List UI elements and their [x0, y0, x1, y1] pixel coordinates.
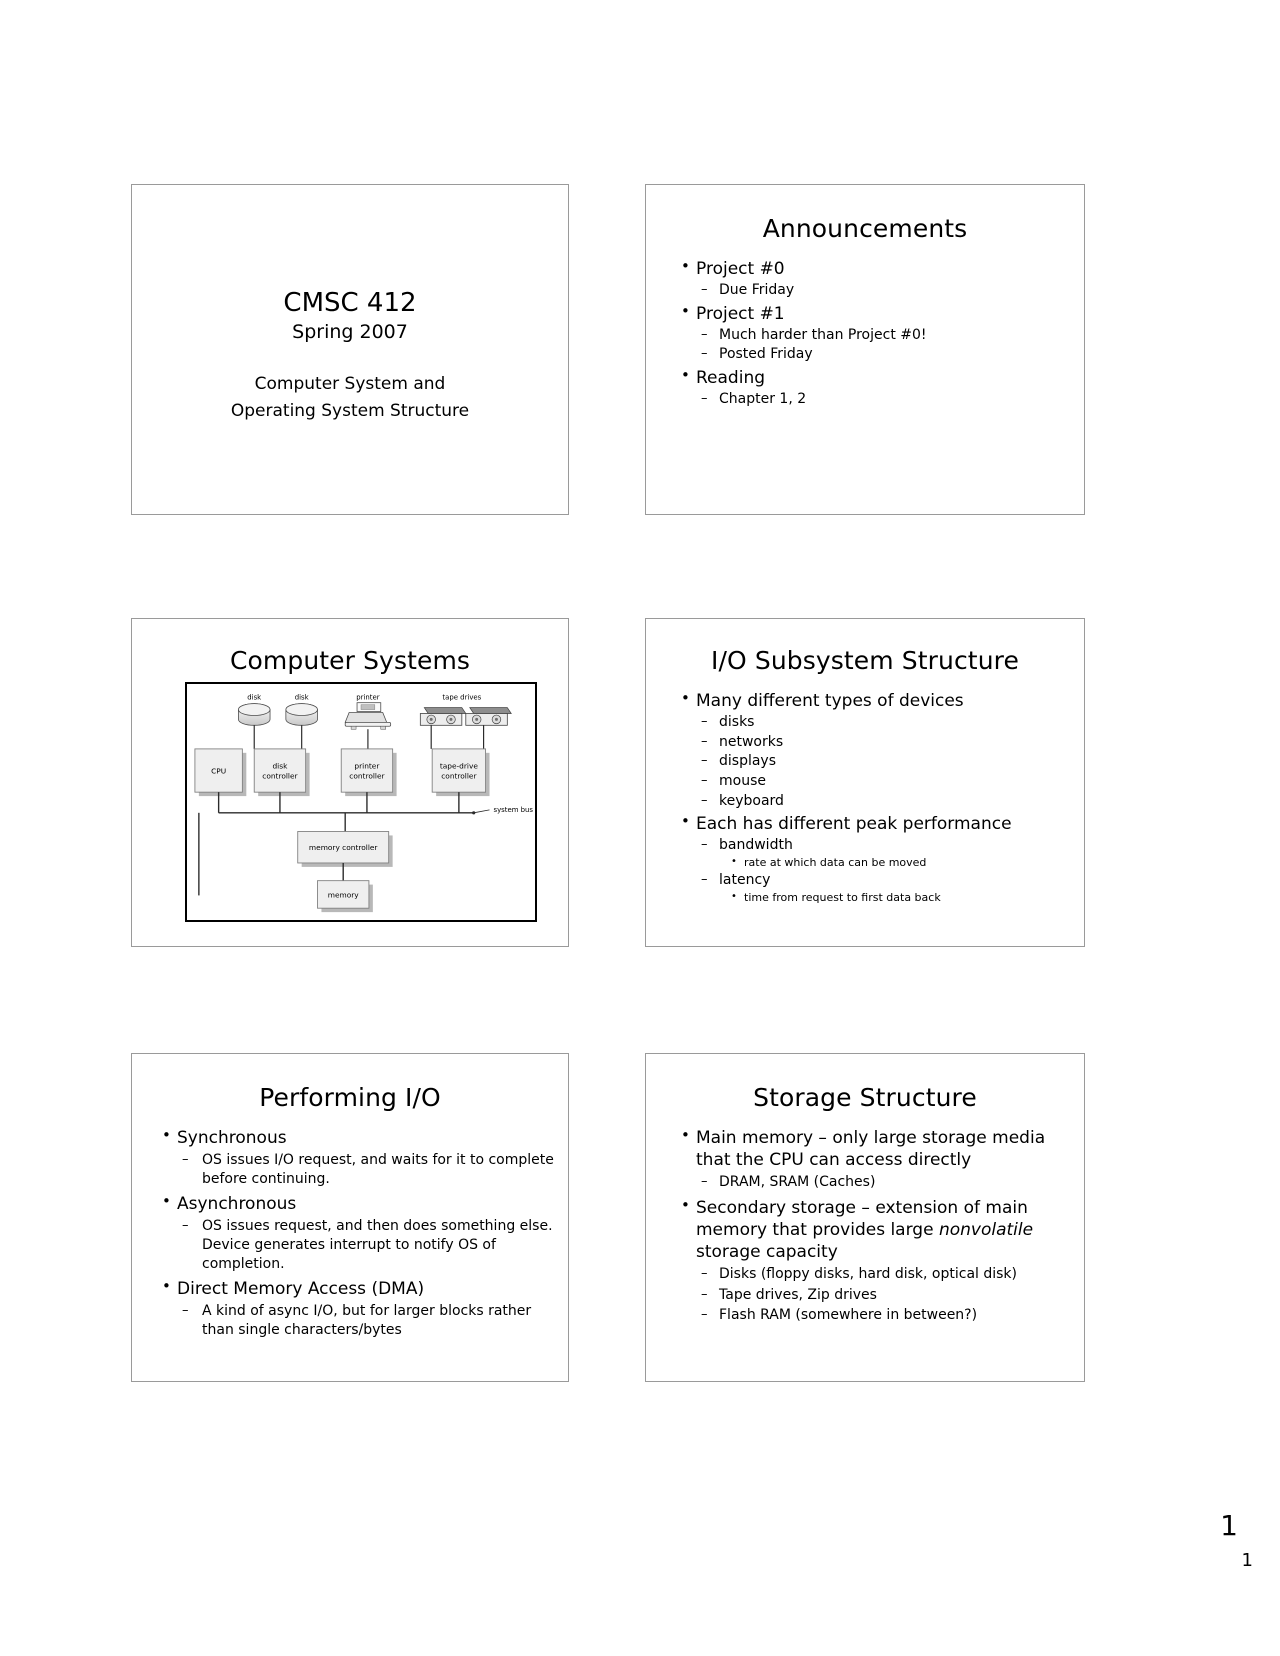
- box-label-cpu: CPU: [211, 767, 226, 776]
- system-bus-dot: [472, 811, 476, 815]
- list-item: Tape drives, Zip drives: [679, 1286, 1070, 1305]
- slide-performing-io[interactable]: Performing I/O Synchronous OS issues I/O…: [131, 1053, 569, 1382]
- list-item: Each has different peak performance: [679, 812, 1074, 835]
- slide-title-io-subsystem: I/O Subsystem Structure: [711, 646, 1019, 675]
- device-label-tape-drives: tape drives: [442, 694, 481, 702]
- list-item: Project #0: [679, 257, 1070, 280]
- slide-computer-systems[interactable]: Computer Systems disk disk printer tape …: [131, 618, 569, 947]
- secondary-storage-emphasis: nonvolatile: [938, 1219, 1034, 1240]
- box-printer-controller: printer controller: [340, 748, 397, 797]
- slide-announcements[interactable]: Announcements Project #0 Due Friday Proj…: [645, 184, 1085, 515]
- list-item: latency: [679, 871, 1074, 890]
- box-label-tape-drive-controller: controller: [441, 771, 477, 780]
- course-subtitle: Computer System and Operating System Str…: [132, 371, 568, 425]
- list-item: disks: [679, 713, 1074, 732]
- list-item: rate at which data can be moved: [679, 855, 1074, 870]
- performing-io-body: Synchronous OS issues I/O request, and w…: [160, 1122, 556, 1340]
- performing-io-bullet-list: Synchronous OS issues I/O request, and w…: [160, 1126, 556, 1340]
- list-item: Main memory – only large storage media t…: [679, 1126, 1070, 1171]
- course-code: CMSC 412: [283, 288, 417, 318]
- slide-title-performing-io: Performing I/O: [259, 1083, 441, 1112]
- list-item: Flash RAM (somewhere in between?): [679, 1306, 1070, 1325]
- list-item: DRAM, SRAM (Caches): [679, 1173, 1070, 1192]
- slide-title-computer-systems: Computer Systems: [229, 646, 471, 675]
- list-item: Much harder than Project #0!: [679, 326, 1070, 345]
- box-label-tape-drive: tape-drive: [440, 762, 479, 771]
- list-item: bandwidth: [679, 836, 1074, 855]
- storage-structure-bullet-list: Main memory – only large storage media t…: [679, 1126, 1070, 1325]
- box-label-printer-controller: controller: [349, 771, 385, 780]
- tape-drive-icon-1: [419, 707, 467, 726]
- list-item: Due Friday: [679, 281, 1070, 300]
- secondary-storage-text-post: storage capacity: [696, 1241, 838, 1262]
- list-item-secondary-storage: Secondary storage – extension of main me…: [679, 1196, 1070, 1263]
- list-item: Posted Friday: [679, 345, 1070, 364]
- list-item: Synchronous: [160, 1126, 556, 1149]
- announcements-bullet-list: Project #0 Due Friday Project #1 Much ha…: [679, 257, 1070, 409]
- controller-bus-drops: [217, 792, 460, 813]
- announcements-body: Project #0 Due Friday Project #1 Much ha…: [679, 255, 1070, 409]
- computer-system-svg: disk disk printer tape drives: [194, 694, 533, 913]
- list-item: displays: [679, 752, 1074, 771]
- system-bus-label: system bus: [493, 806, 533, 814]
- list-item: OS issues request, and then does somethi…: [160, 1217, 556, 1273]
- system-bus-leader: [473, 809, 490, 814]
- printer-icon: [344, 702, 392, 730]
- device-label-disk-2: disk: [295, 694, 309, 702]
- course-subtitle-line-2: Operating System Structure: [230, 400, 470, 421]
- title-slide-body: CMSC 412 Spring 2007 Computer System and…: [132, 288, 568, 425]
- box-label-memory: memory: [328, 890, 360, 899]
- box-label-printer: printer: [354, 762, 380, 771]
- list-item: Direct Memory Access (DMA): [160, 1277, 556, 1300]
- disk-icon-2: [285, 703, 318, 726]
- list-item: keyboard: [679, 792, 1074, 811]
- device-connector-lines: [253, 725, 485, 749]
- list-item: OS issues I/O request, and waits for it …: [160, 1151, 556, 1188]
- box-memory: memory: [317, 880, 373, 913]
- box-tape-drive-controller: tape-drive controller: [431, 748, 490, 797]
- list-item: mouse: [679, 772, 1074, 791]
- disk-icon-1: [238, 703, 271, 726]
- computer-system-architecture-figure: disk disk printer tape drives: [185, 682, 537, 922]
- list-item: time from request to first data back: [679, 890, 1074, 905]
- list-item: Chapter 1, 2: [679, 390, 1070, 409]
- device-label-disk-1: disk: [247, 694, 261, 702]
- page-number-large: 1: [1220, 1509, 1238, 1542]
- page-number-small: 1: [1241, 1550, 1253, 1571]
- box-label-disk: disk: [272, 762, 288, 771]
- io-subsystem-bullet-list: Many different types of devices disks ne…: [679, 689, 1074, 905]
- device-label-printer: printer: [356, 694, 379, 702]
- course-subtitle-line-1: Computer System and: [254, 373, 446, 394]
- course-term: Spring 2007: [292, 321, 408, 344]
- slide-title-slide[interactable]: CMSC 412 Spring 2007 Computer System and…: [131, 184, 569, 515]
- box-memory-controller: memory controller: [297, 831, 393, 867]
- box-cpu: CPU: [194, 748, 247, 797]
- list-item: Project #1: [679, 302, 1070, 325]
- list-item: Many different types of devices: [679, 689, 1074, 712]
- box-disk-controller: disk controller: [253, 748, 310, 797]
- tape-drive-icon-2: [465, 707, 512, 726]
- io-subsystem-body: Many different types of devices disks ne…: [679, 687, 1074, 905]
- box-label-disk-controller: controller: [262, 771, 298, 780]
- slide-storage-structure[interactable]: Storage Structure Main memory – only lar…: [645, 1053, 1085, 1382]
- slide-io-subsystem-structure[interactable]: I/O Subsystem Structure Many different t…: [645, 618, 1085, 947]
- slide-title-storage-structure: Storage Structure: [753, 1083, 977, 1112]
- list-item: Asynchronous: [160, 1192, 556, 1215]
- list-item: Disks (floppy disks, hard disk, optical …: [679, 1265, 1070, 1284]
- list-item: A kind of async I/O, but for larger bloc…: [160, 1302, 556, 1339]
- slide-title-announcements: Announcements: [762, 214, 968, 243]
- list-item: networks: [679, 733, 1074, 752]
- storage-structure-body: Main memory – only large storage media t…: [679, 1122, 1070, 1325]
- box-label-memory-controller: memory controller: [309, 843, 378, 852]
- secondary-storage-text-pre: Secondary storage – extension of main me…: [696, 1197, 1028, 1240]
- list-item: Reading: [679, 366, 1070, 389]
